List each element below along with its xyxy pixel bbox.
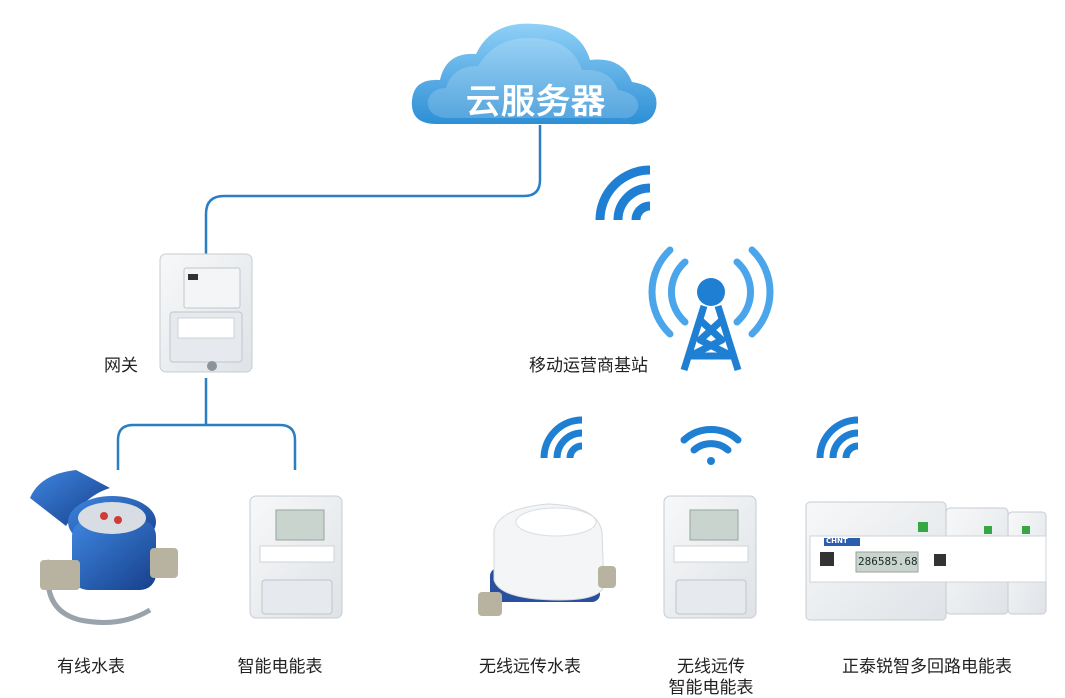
wireless-smart-meter-image	[663, 495, 757, 619]
gateway-device-image	[159, 253, 253, 373]
gateway-label: 网关	[104, 356, 138, 376]
meter-brand: CHNT	[826, 537, 848, 545]
wireless-smart-meter-label-line1: 无线远传	[677, 657, 745, 677]
signal-quarter-icon-top	[595, 165, 651, 221]
meter-reading: 286585.68	[858, 555, 918, 568]
signal-quarter-icon-multi	[816, 416, 859, 459]
wired-water-meter-label: 有线水表	[57, 657, 125, 677]
gateway-to-meters-line	[116, 378, 297, 470]
wireless-smart-meter-label-line2: 智能电能表	[668, 678, 754, 698]
wireless-water-meter-label: 无线远传水表	[479, 657, 581, 677]
connection-lines	[116, 125, 542, 470]
cloud-to-gateway-line	[204, 125, 542, 256]
wired-water-meter-image	[30, 470, 178, 625]
cloud-label: 云服务器	[466, 82, 606, 122]
multi-circuit-meter-image	[805, 501, 1047, 621]
signal-quarter-icon-water	[540, 416, 583, 459]
multi-circuit-meter-label: 正泰锐智多回路电能表	[842, 657, 1012, 677]
tower-icon	[648, 246, 774, 372]
wifi-icon	[680, 426, 742, 465]
base-station-label: 移动运营商基站	[529, 356, 648, 376]
smart-meter-label: 智能电能表	[237, 657, 323, 677]
cloud-icon	[411, 23, 657, 125]
wireless-water-meter-image	[478, 503, 616, 616]
smart-meter-image	[249, 495, 343, 619]
